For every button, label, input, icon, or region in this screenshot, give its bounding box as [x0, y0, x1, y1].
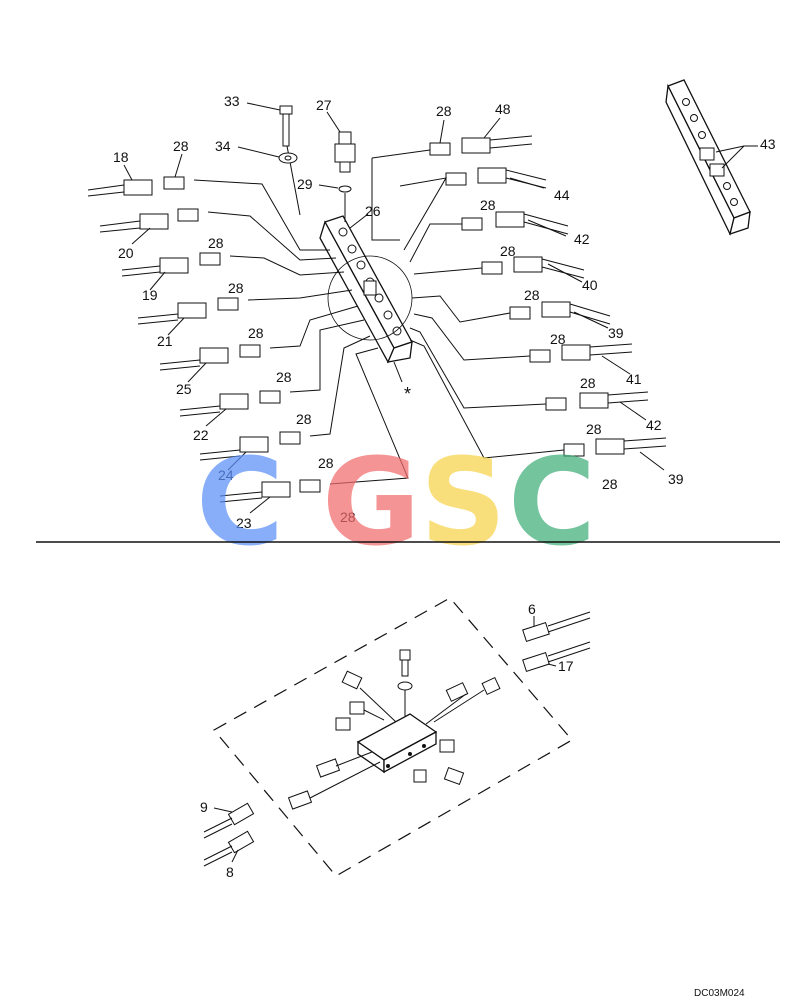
sensor-27	[334, 131, 356, 173]
callout-26: 26	[365, 203, 381, 219]
callout-42b: 42	[646, 417, 662, 433]
callout-21: 21	[157, 333, 173, 349]
leader-lines	[123, 102, 665, 514]
right-routing-lines	[371, 149, 565, 459]
callout-28b: 28	[208, 235, 224, 251]
callout-28d: 28	[248, 325, 264, 341]
left-adapters	[163, 176, 321, 493]
upper-callouts: 33 27 34 29 26 18 28 20 28 28 19 28 21 2…	[113, 93, 776, 531]
callout-28h: 28	[340, 509, 356, 525]
callout-43: 43	[760, 136, 776, 152]
callout-28m: 28	[550, 331, 566, 347]
callout-39a: 39	[608, 325, 624, 341]
watermark-letter-1: C	[196, 434, 284, 573]
callout-20: 20	[118, 245, 134, 261]
callout-28n: 28	[580, 375, 596, 391]
callout-18: 18	[113, 149, 129, 165]
callout-22: 22	[193, 427, 209, 443]
callout-28k: 28	[500, 243, 516, 259]
callout-29: 29	[297, 176, 313, 192]
left-hoses	[87, 179, 291, 503]
callout-17: 17	[558, 658, 574, 674]
callout-28p: 28	[602, 476, 618, 492]
watermark: C G S C	[196, 434, 596, 573]
dashed-boundary	[213, 597, 573, 877]
callout-40: 40	[582, 277, 598, 293]
lower-fittings	[287, 649, 501, 810]
callout-28j: 28	[480, 197, 496, 213]
lower-manifold-block	[356, 713, 438, 774]
callout-28o: 28	[586, 421, 602, 437]
upper-assembly	[87, 79, 758, 514]
callout-24: 24	[218, 467, 234, 483]
callout-23: 23	[236, 515, 252, 531]
callout-28f: 28	[296, 411, 312, 427]
callout-44: 44	[554, 187, 570, 203]
callout-28c: 28	[228, 280, 244, 296]
callout-28l: 28	[524, 287, 540, 303]
callout-28g: 28	[318, 455, 334, 471]
o-ring-29	[338, 185, 352, 222]
callout-28i: 28	[436, 103, 452, 119]
callout-27: 27	[316, 97, 332, 113]
callout-star: *	[404, 384, 411, 404]
left-routing-lines	[193, 179, 409, 485]
inset-manifold-43	[665, 79, 758, 236]
callout-8: 8	[226, 864, 234, 880]
callout-41: 41	[626, 371, 642, 387]
callout-6: 6	[528, 601, 536, 617]
watermark-letter-3: S	[420, 434, 506, 573]
callout-25: 25	[176, 381, 192, 397]
callout-33: 33	[224, 93, 240, 109]
washer-34	[278, 152, 298, 164]
watermark-letter-4: C	[508, 434, 596, 573]
drawing-reference: DC03M024	[694, 988, 745, 999]
right-hoses	[461, 135, 667, 455]
callout-28a: 28	[173, 138, 189, 154]
lower-hoses	[203, 611, 591, 867]
callout-48: 48	[495, 101, 511, 117]
callout-42a: 42	[574, 231, 590, 247]
callout-34: 34	[215, 138, 231, 154]
callout-19: 19	[142, 287, 158, 303]
callout-9: 9	[200, 799, 208, 815]
manifold-block	[319, 215, 413, 364]
lower-assembly: 6 17 9 8	[200, 597, 591, 880]
watermark-letter-2: G	[322, 434, 421, 573]
callout-39b: 39	[668, 471, 684, 487]
callout-28e: 28	[276, 369, 292, 385]
